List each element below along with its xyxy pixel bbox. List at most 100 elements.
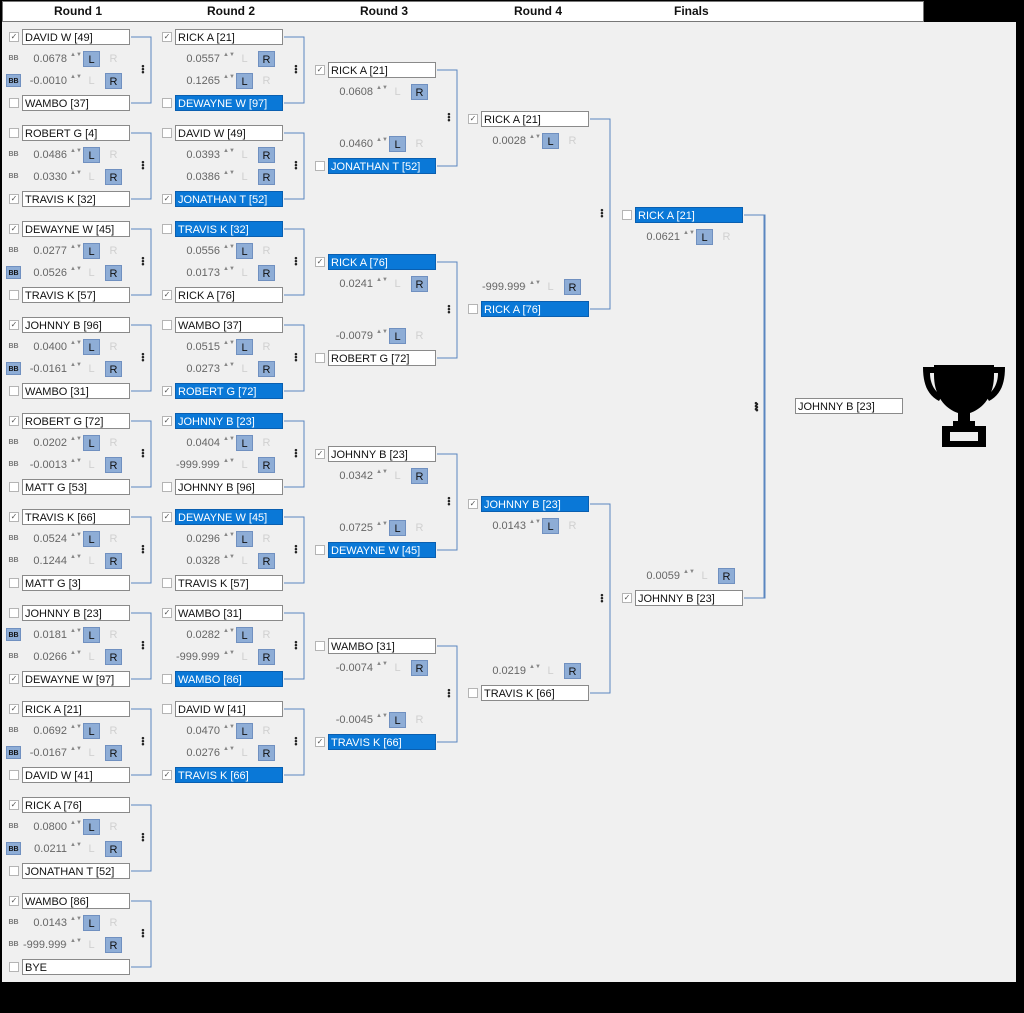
round1-match-8-bottom-team[interactable]: JONATHAN T [52] (22, 863, 130, 879)
round2-match-1-row1-value[interactable]: 0.0386 (186, 171, 220, 183)
round3-match-2-row1-l-button[interactable]: L (389, 520, 406, 536)
round1-match-9-row1-value[interactable]: -999.9990 (23, 939, 67, 951)
round2-match-7-top-team[interactable]: DAVID W [41] (175, 701, 283, 717)
round1-match-9-row0-spinner-icon[interactable]: ▲▼ (70, 916, 82, 922)
round1-match-0-row0-l-button[interactable]: L (83, 51, 100, 67)
round4-match-1-row1-value[interactable]: 0.0219 (492, 665, 526, 677)
round1-match-0-row0-value[interactable]: 0.0678 (33, 53, 67, 65)
round1-match-5-row0-value[interactable]: 0.0524 (33, 533, 67, 545)
round2-match-3-top-checkbox[interactable] (162, 320, 172, 330)
round2-match-2-row0-l-button[interactable]: L (236, 243, 253, 259)
round1-match-5-bottom-checkbox[interactable] (9, 578, 19, 588)
finals-match-0-top-checkbox[interactable] (622, 210, 632, 220)
round3-match-2-row0-r-button[interactable]: R (411, 468, 428, 484)
round3-match-1-row0-r-button[interactable]: R (411, 276, 428, 292)
round2-match-1-top-team[interactable]: DAVID W [49] (175, 125, 283, 141)
round2-match-6-row1-value[interactable]: -999.9990 (176, 651, 220, 663)
round1-match-4-more-vertical-icon[interactable]: • • • (141, 445, 145, 461)
round2-match-7-bottom-team[interactable]: TRAVIS K [66] (175, 767, 283, 783)
round1-match-2-top-team[interactable]: DEWAYNE W [45] (22, 221, 130, 237)
round4-match-0-top-checkbox[interactable]: ✓ (468, 114, 478, 124)
round2-match-1-bottom-checkbox[interactable]: ✓ (162, 194, 172, 204)
round1-match-3-bottom-checkbox[interactable] (9, 386, 19, 396)
round2-match-3-more-vertical-icon[interactable]: • • • (294, 349, 298, 365)
champion-field[interactable]: JOHNNY B [23] (795, 398, 903, 414)
round1-match-4-row1-bb-toggle[interactable]: BB (8, 461, 19, 468)
round2-match-5-bottom-team[interactable]: TRAVIS K [57] (175, 575, 283, 591)
round1-match-1-row1-r-button[interactable]: R (105, 169, 122, 185)
round3-match-3-row1-l-button[interactable]: L (389, 712, 406, 728)
round4-match-1-top-team[interactable]: JOHNNY B [23] (481, 496, 589, 512)
round1-match-0-top-team[interactable]: DAVID W [49] (22, 29, 130, 45)
round1-match-6-top-team[interactable]: JOHNNY B [23] (22, 605, 130, 621)
round1-match-8-row0-spinner-icon[interactable]: ▲▼ (70, 820, 82, 826)
round1-match-8-row0-l-button[interactable]: L (83, 819, 100, 835)
round1-match-9-bottom-team[interactable]: BYE (22, 959, 130, 975)
round1-match-7-more-vertical-icon[interactable]: • • • (141, 733, 145, 749)
round2-match-5-row1-spinner-icon[interactable]: ▲▼ (223, 554, 235, 560)
round1-match-3-row1-r-button[interactable]: R (105, 361, 122, 377)
round1-match-7-bottom-checkbox[interactable] (9, 770, 19, 780)
round1-match-6-row1-r-button[interactable]: R (105, 649, 122, 665)
round1-match-1-row0-l-button[interactable]: L (83, 147, 100, 163)
round4-match-1-row0-l-button[interactable]: L (542, 518, 559, 534)
round1-match-3-row0-spinner-icon[interactable]: ▲▼ (70, 340, 82, 346)
round2-match-6-more-vertical-icon[interactable]: • • • (294, 637, 298, 653)
round1-match-2-row1-value[interactable]: 0.0526 (33, 267, 67, 279)
round2-match-5-row1-r-button[interactable]: R (258, 553, 275, 569)
round1-match-3-row0-l-button[interactable]: L (83, 339, 100, 355)
round3-match-0-row0-r-button[interactable]: R (411, 84, 428, 100)
round1-match-6-row0-spinner-icon[interactable]: ▲▼ (70, 628, 82, 634)
round2-match-7-row1-r-button[interactable]: R (258, 745, 275, 761)
round4-match-0-row1-value[interactable]: -999.9990 (482, 281, 526, 293)
round1-match-1-row0-spinner-icon[interactable]: ▲▼ (70, 148, 82, 154)
round2-match-7-row1-value[interactable]: 0.0276 (186, 747, 220, 759)
round2-match-1-bottom-team[interactable]: JONATHAN T [52] (175, 191, 283, 207)
round1-match-3-row1-value[interactable]: -0.0161 (29, 363, 67, 375)
round1-match-0-row1-bb-toggle[interactable]: BB (6, 74, 21, 87)
round2-match-2-top-team[interactable]: TRAVIS K [32] (175, 221, 283, 237)
round3-match-1-row1-value[interactable]: -0.0079 (335, 330, 373, 342)
round1-match-2-row1-r-button[interactable]: R (105, 265, 122, 281)
round2-match-4-row0-value[interactable]: 0.0404 (186, 437, 220, 449)
round2-match-5-row1-value[interactable]: 0.0328 (186, 555, 220, 567)
round3-match-0-top-team[interactable]: RICK A [21] (328, 62, 436, 78)
round1-match-2-bottom-team[interactable]: TRAVIS K [57] (22, 287, 130, 303)
round2-match-0-more-vertical-icon[interactable]: • • • (294, 61, 298, 77)
round1-match-8-more-vertical-icon[interactable]: • • • (141, 829, 145, 845)
finals-match-0-row1-value[interactable]: 0.0059 (646, 570, 680, 582)
round2-match-5-row0-l-button[interactable]: L (236, 531, 253, 547)
round2-match-4-row0-l-button[interactable]: L (236, 435, 253, 451)
round2-match-3-row1-r-button[interactable]: R (258, 361, 275, 377)
round3-match-1-more-vertical-icon[interactable]: • • • (447, 301, 451, 317)
round1-match-5-row1-r-button[interactable]: R (105, 553, 122, 569)
round1-match-6-more-vertical-icon[interactable]: • • • (141, 637, 145, 653)
round2-match-7-row1-spinner-icon[interactable]: ▲▼ (223, 746, 235, 752)
round1-match-2-more-vertical-icon[interactable]: • • • (141, 253, 145, 269)
round1-match-5-more-vertical-icon[interactable]: • • • (141, 541, 145, 557)
round1-match-4-row0-value[interactable]: 0.0202 (33, 437, 67, 449)
round1-match-4-row0-l-button[interactable]: L (83, 435, 100, 451)
round1-match-7-top-team[interactable]: RICK A [21] (22, 701, 130, 717)
round2-match-2-row0-spinner-icon[interactable]: ▲▼ (223, 244, 235, 250)
round3-match-3-more-vertical-icon[interactable]: • • • (447, 685, 451, 701)
round1-match-1-row0-value[interactable]: 0.0486 (33, 149, 67, 161)
round2-match-6-row0-l-button[interactable]: L (236, 627, 253, 643)
round4-match-0-row1-r-button[interactable]: R (564, 279, 581, 295)
round1-match-9-row0-bb-toggle[interactable]: BB (8, 919, 19, 926)
round1-match-4-row1-spinner-icon[interactable]: ▲▼ (70, 458, 82, 464)
round1-match-9-row1-spinner-icon[interactable]: ▲▼ (70, 938, 82, 944)
round1-match-7-row0-l-button[interactable]: L (83, 723, 100, 739)
round2-match-5-top-team[interactable]: DEWAYNE W [45] (175, 509, 283, 525)
round1-match-3-row1-spinner-icon[interactable]: ▲▼ (70, 362, 82, 368)
round1-match-4-row0-spinner-icon[interactable]: ▲▼ (70, 436, 82, 442)
round1-match-8-row1-r-button[interactable]: R (105, 841, 122, 857)
round1-match-8-top-checkbox[interactable]: ✓ (9, 800, 19, 810)
round3-match-2-top-checkbox[interactable]: ✓ (315, 449, 325, 459)
round1-match-8-row1-value[interactable]: 0.0211 (34, 843, 67, 855)
round1-match-5-top-team[interactable]: TRAVIS K [66] (22, 509, 130, 525)
round1-match-8-row1-spinner-icon[interactable]: ▲▼ (70, 842, 82, 848)
round3-match-1-bottom-checkbox[interactable] (315, 353, 325, 363)
round1-match-7-row0-value[interactable]: 0.0692 (33, 725, 67, 737)
round2-match-0-row1-spinner-icon[interactable]: ▲▼ (223, 74, 235, 80)
